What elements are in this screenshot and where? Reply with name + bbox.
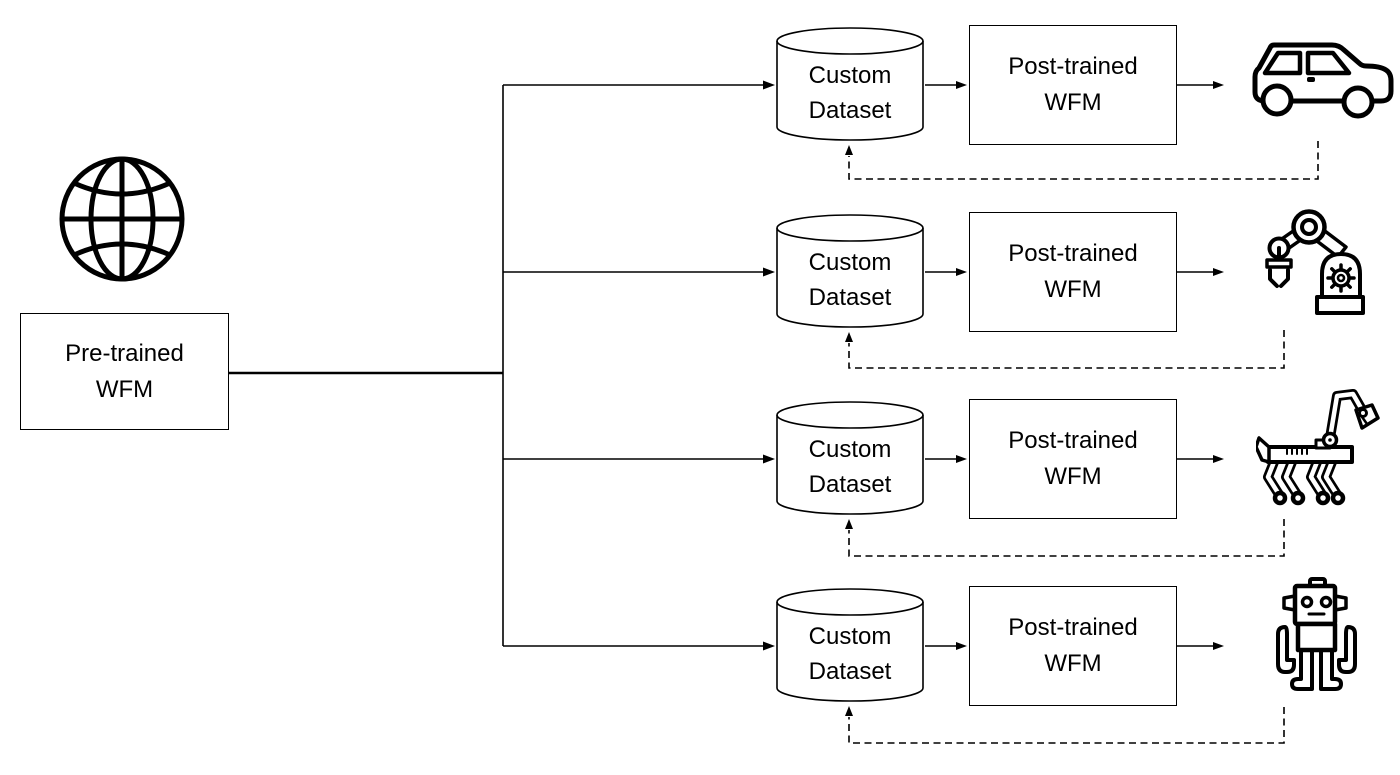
cylinder-shape bbox=[776, 588, 924, 702]
humanoid-robot-icon-art bbox=[1276, 577, 1357, 691]
post-trained-wfm-box: Post-trained WFM bbox=[969, 586, 1177, 706]
custom-dataset-label: Custom Dataset bbox=[808, 436, 892, 498]
branch-lines bbox=[503, 84, 763, 647]
custom-dataset-label: Custom Dataset bbox=[808, 62, 892, 124]
custom-dataset-cylinder: Custom Dataset bbox=[775, 26, 925, 144]
cylinder-shape bbox=[776, 27, 924, 141]
post-trained-wfm-label: Post-trained WFM bbox=[1008, 240, 1138, 303]
post-trained-wfm-label: Post-trained WFM bbox=[1008, 53, 1138, 116]
robot-dog-icon bbox=[1254, 384, 1384, 513]
pretrained-wfm-box: Pre-trained WFM bbox=[20, 313, 229, 430]
custom-dataset-cylinder: Custom Dataset bbox=[775, 587, 925, 705]
custom-dataset-cylinder: Custom Dataset bbox=[775, 400, 925, 518]
dataset-to-model-arrows bbox=[925, 84, 956, 647]
robot-arm-icon-art bbox=[1265, 209, 1365, 315]
humanoid-robot-icon bbox=[1275, 576, 1363, 700]
globe-icon-art bbox=[59, 156, 185, 282]
custom-dataset-cylinder: Custom Dataset bbox=[775, 213, 925, 331]
car-icon bbox=[1248, 36, 1396, 127]
feedback-dashed-lines bbox=[848, 141, 1319, 744]
globe-icon bbox=[55, 152, 189, 291]
pretrained-wfm-label: Pre-trained WFM bbox=[65, 339, 184, 403]
cylinder-shape bbox=[776, 214, 924, 328]
post-trained-wfm-box: Post-trained WFM bbox=[969, 399, 1177, 519]
custom-dataset-label: Custom Dataset bbox=[808, 249, 892, 311]
post-trained-wfm-label: Post-trained WFM bbox=[1008, 427, 1138, 490]
robot-arm-icon bbox=[1258, 200, 1370, 323]
model-to-target-arrows bbox=[1177, 84, 1213, 647]
car-icon-art bbox=[1252, 42, 1394, 119]
post-trained-wfm-box: Post-trained WFM bbox=[969, 25, 1177, 145]
post-trained-wfm-label: Post-trained WFM bbox=[1008, 614, 1138, 677]
post-trained-wfm-box: Post-trained WFM bbox=[969, 212, 1177, 332]
cylinder-shape bbox=[776, 401, 924, 515]
robot-dog-icon-art bbox=[1254, 389, 1380, 506]
custom-dataset-label: Custom Dataset bbox=[808, 623, 892, 685]
